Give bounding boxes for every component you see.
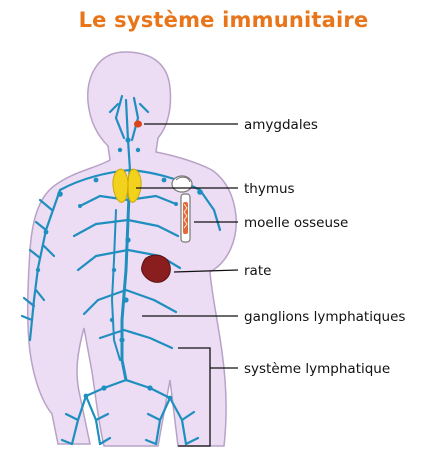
label-lymph-nodes: ganglions lymphatiques <box>244 309 405 325</box>
label-spleen: rate <box>244 263 271 279</box>
label-thymus: thymus <box>244 181 295 197</box>
body-silhouette <box>28 52 237 446</box>
tonsils-organ <box>134 121 142 128</box>
label-bone-marrow: moelle osseuse <box>244 215 348 231</box>
label-tonsils: amygdales <box>244 117 318 133</box>
label-lymphatic-system: système lymphatique <box>244 361 390 377</box>
